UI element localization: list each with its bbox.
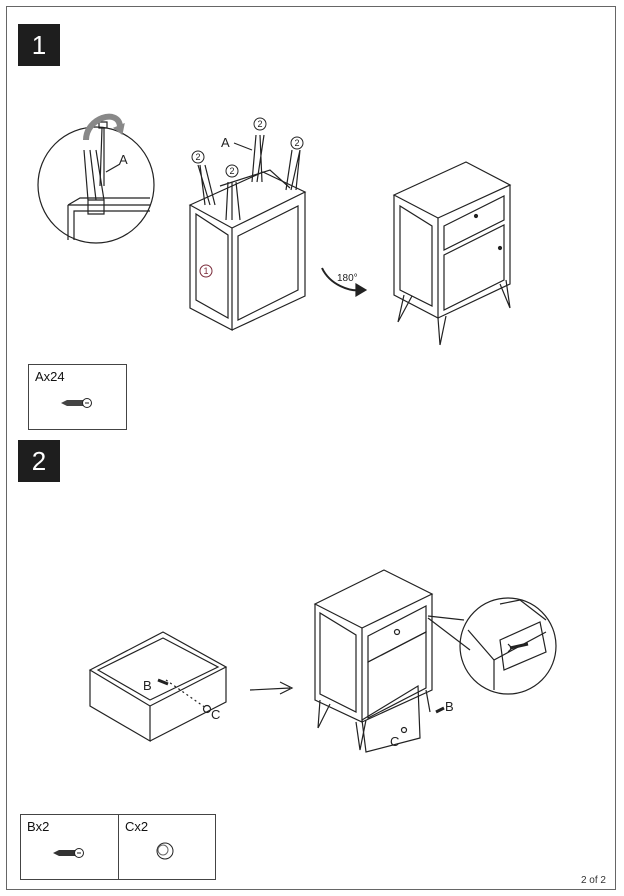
step-1-badge: 1 [18,24,60,66]
parts-box-step-1: Ax24 [28,364,127,430]
leg-marker: 2 [195,152,200,162]
rotate-180-label: 180° [337,273,358,284]
rotate-arrow-icon [83,113,123,141]
cabinet-upside-down [188,134,307,331]
callout-a: A [221,135,230,150]
step-1-illustration: 2 2 2 2 1 A A 180° [37,113,512,346]
panel-marker: 1 [203,266,208,276]
screw-icon [61,398,92,408]
leg-marker: 2 [257,119,262,129]
callout-a-detail: A [119,152,128,167]
part-c-cell: Cx2 [119,815,215,879]
page-number: 2 of 2 [580,875,606,886]
part-a-label: Ax24 [35,369,65,384]
part-c-label: Cx2 [125,819,149,834]
knob-icon [156,842,174,860]
leg-marker: 2 [229,166,234,176]
part-b-label: Bx2 [27,819,50,834]
parts-box-step-2: Bx2 Cx2 [20,814,216,880]
detail-circle-leg-screw [37,121,155,244]
leg-marker: 2 [294,138,299,148]
part-b-cell: Bx2 [21,815,119,879]
screw-icon [53,848,84,858]
cabinet-upright [392,161,512,346]
step-2-badge: 2 [18,440,60,482]
page-frame [6,6,616,890]
